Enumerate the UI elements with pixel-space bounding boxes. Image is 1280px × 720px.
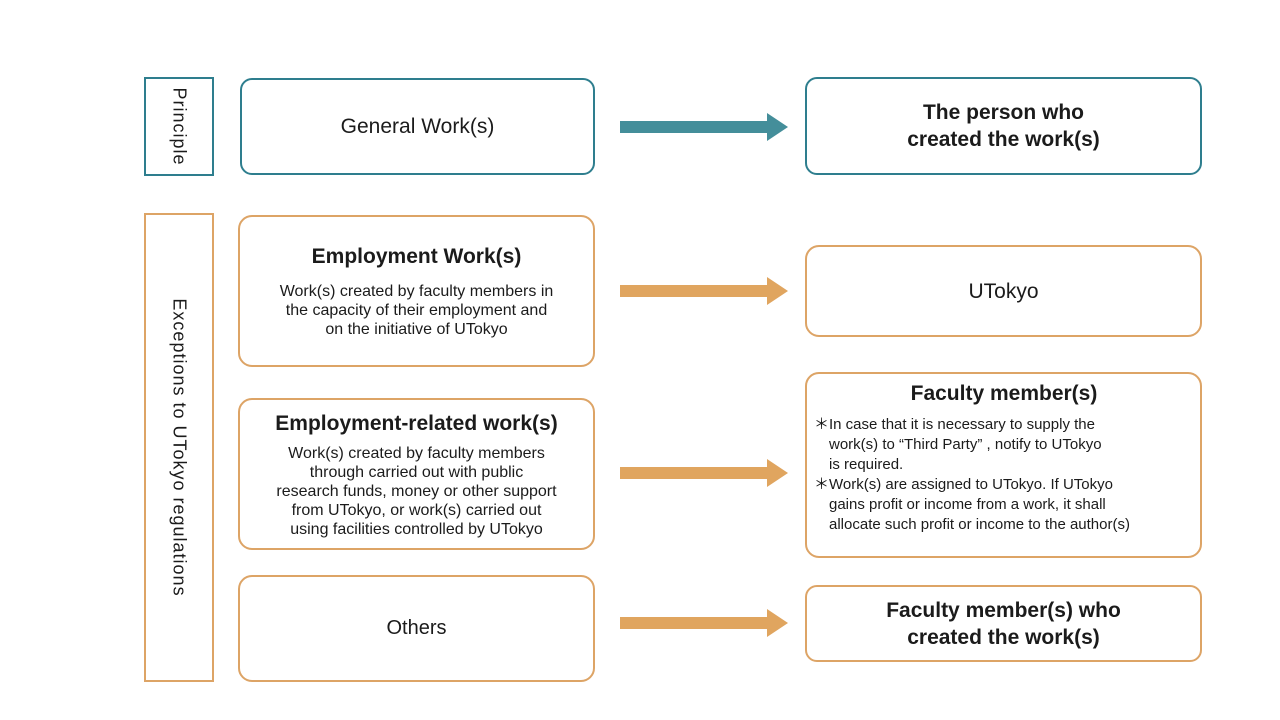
general-works-box: General Work(s) <box>240 78 595 175</box>
exceptions-label: Exceptions to UTokyo regulations <box>169 298 190 597</box>
employment-related-works-box: Employment-related work(s) Work(s) creat… <box>238 398 595 550</box>
faculty-note-assignment: ＊Work(s) are assigned to UTokyo. If UTok… <box>814 476 1130 533</box>
arrow-shaft <box>620 617 767 629</box>
person-who-created-box: The person who created the work(s) <box>805 77 1202 175</box>
faculty-who-created-title: Faculty member(s) who created the work(s… <box>886 598 1121 649</box>
utokyo-title: UTokyo <box>968 279 1039 303</box>
utokyo-box: UTokyo <box>805 245 1202 337</box>
employment-works-description: Work(s) created by faculty members in th… <box>279 283 554 338</box>
arrow-head <box>767 609 788 637</box>
employment-related-works-title: Employment-related work(s) <box>275 411 558 435</box>
faculty-who-created-box: Faculty member(s) who created the work(s… <box>805 585 1202 662</box>
principle-label: Principle <box>169 87 190 166</box>
faculty-members-box: Faculty member(s) ＊In case that it is ne… <box>805 372 1202 558</box>
arrow-head <box>767 113 788 141</box>
exceptions-category-box: Exceptions to UTokyo regulations <box>144 213 214 682</box>
arrow-shaft <box>620 467 767 479</box>
arrow-general-to-person <box>620 113 788 141</box>
employment-related-works-description: Work(s) created by faculty members throu… <box>276 444 557 538</box>
arrow-related-to-faculty <box>620 459 788 487</box>
principle-category-box: Principle <box>144 77 214 176</box>
faculty-members-title: Faculty member(s) <box>910 382 1098 405</box>
employment-works-box: Employment Work(s) Work(s) created by fa… <box>238 215 595 367</box>
faculty-members-notes: ＊In case that it is necessary to supply … <box>814 415 1194 535</box>
arrow-head <box>767 277 788 305</box>
general-works-title: General Work(s) <box>340 115 495 138</box>
arrow-shaft <box>620 121 767 133</box>
employment-works-title: Employment Work(s) <box>311 245 522 268</box>
arrow-head <box>767 459 788 487</box>
others-title: Others <box>386 617 447 639</box>
arrow-employment-to-utokyo <box>620 277 788 305</box>
arrow-shaft <box>620 285 767 297</box>
faculty-note-third-party: ＊In case that it is necessary to supply … <box>814 416 1102 473</box>
arrow-others-to-faculty-who-created <box>620 609 788 637</box>
others-box: Others <box>238 575 595 682</box>
person-who-created-title: The person who created the work(s) <box>907 101 1100 151</box>
